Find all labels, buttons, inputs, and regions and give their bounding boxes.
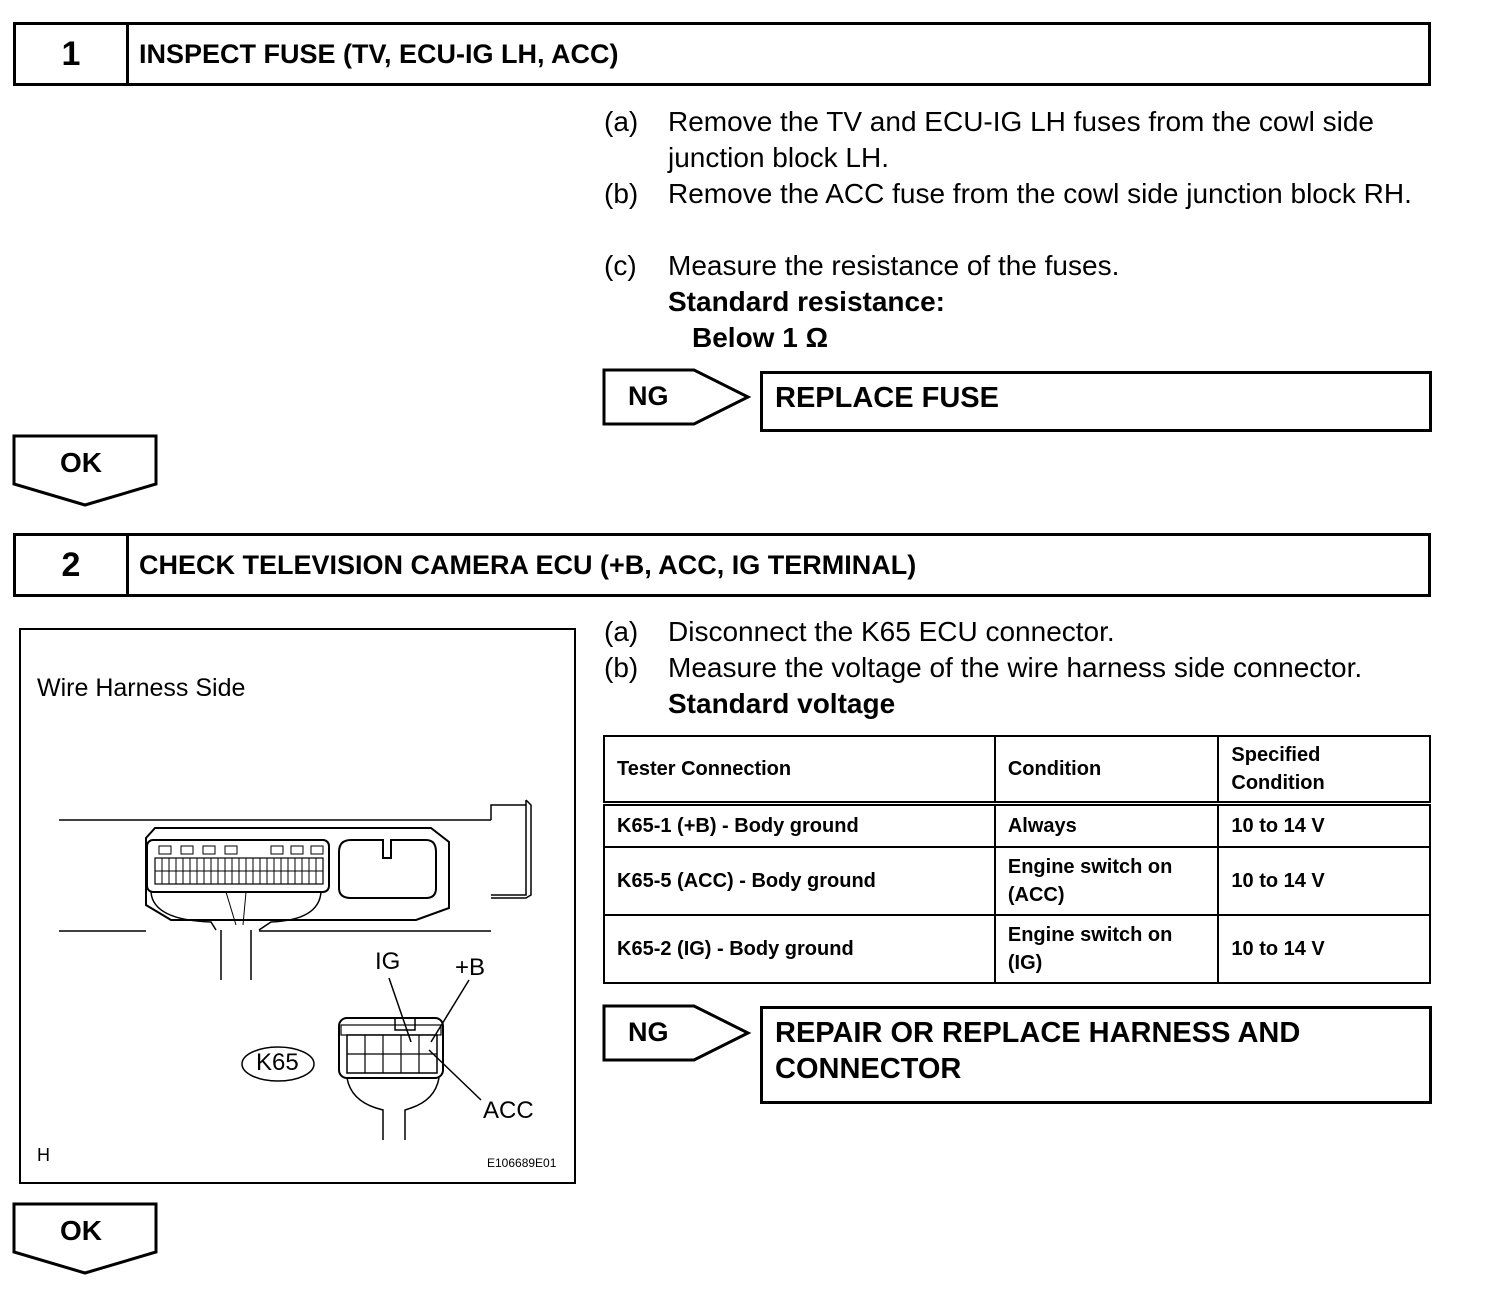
table-cell: Engine switch on (ACC) xyxy=(993,846,1220,916)
step-number: 2 xyxy=(16,536,129,594)
ng-result-text: REPAIR OR REPLACE HARNESS AND CONNECTOR xyxy=(775,1017,1301,1085)
table-cell: K65-2 (IG) - Body ground xyxy=(603,914,996,984)
table-cell: Always xyxy=(993,802,1220,848)
connector-label: K65 xyxy=(256,1049,299,1076)
corner-mark: H xyxy=(37,1145,50,1165)
ok-arrow xyxy=(12,434,158,507)
standard-value: Below 1 Ω xyxy=(692,322,829,353)
item-text: Remove the TV and ECU-IG LH fuses from t… xyxy=(668,106,1374,173)
ok-label: OK xyxy=(60,447,102,478)
b-terminal-label: +B xyxy=(455,954,486,981)
ok-arrow xyxy=(12,1202,158,1275)
table-header-row: Tester Connection Condition Specified Co… xyxy=(603,735,1431,805)
item-label: (a) xyxy=(604,106,639,137)
step-title: INSPECT FUSE (TV, ECU-IG LH, ACC) xyxy=(139,38,619,69)
column-header: Specified Condition xyxy=(1217,735,1431,805)
ng-result-text: REPLACE FUSE xyxy=(775,382,999,414)
item-label: (b) xyxy=(604,178,639,209)
table-cell: K65-1 (+B) - Body ground xyxy=(603,802,996,848)
item-label: (c) xyxy=(604,250,637,281)
table-cell: Engine switch on (IG) xyxy=(993,914,1220,984)
table-row: K65-2 (IG) - Body ground Engine switch o… xyxy=(603,914,1431,984)
item-label: (b) xyxy=(604,652,639,683)
item-label: (a) xyxy=(604,616,639,647)
spec-table: Tester Connection Condition Specified Co… xyxy=(603,735,1431,984)
table-cell: 10 to 14 V xyxy=(1217,846,1431,916)
item-text: Measure the voltage of the wire harness … xyxy=(668,652,1363,683)
table-cell: 10 to 14 V xyxy=(1217,802,1431,848)
ig-terminal-label: IG xyxy=(375,948,401,975)
table-row: K65-1 (+B) - Body ground Always 10 to 14… xyxy=(603,802,1431,848)
standard-label: Standard resistance: xyxy=(668,286,945,317)
item-text: Disconnect the K65 ECU connector. xyxy=(668,616,1115,647)
column-header: Tester Connection xyxy=(603,735,996,805)
table-cell: 10 to 14 V xyxy=(1217,914,1431,984)
connector-figure: Wire Harness Side K65 IG +B ACC H E10668… xyxy=(19,628,576,1184)
ng-result-box: REPLACE FUSE xyxy=(760,371,1432,432)
connector-illustration xyxy=(59,799,532,1140)
figure-id: E106689E01 xyxy=(487,1156,557,1170)
ok-label: OK xyxy=(60,1215,102,1246)
ng-result-box: REPAIR OR REPLACE HARNESS AND CONNECTOR xyxy=(760,1006,1432,1104)
table-row: K65-5 (ACC) - Body ground Engine switch … xyxy=(603,846,1431,916)
acc-terminal-label: ACC xyxy=(483,1097,534,1124)
step-number: 1 xyxy=(16,25,129,83)
step-1-header: 1 INSPECT FUSE (TV, ECU-IG LH, ACC) xyxy=(13,22,1431,86)
standard-label: Standard voltage xyxy=(668,688,896,719)
ng-label: NG xyxy=(628,1017,669,1047)
item-text: Measure the resistance of the fuses. xyxy=(668,250,1120,281)
connector-id-oval xyxy=(241,1046,315,1082)
item-text: Remove the ACC fuse from the cowl side j… xyxy=(668,178,1412,209)
ng-label: NG xyxy=(628,381,669,411)
figure-caption: Wire Harness Side xyxy=(37,674,246,702)
ng-arrow xyxy=(602,1004,752,1062)
ng-arrow xyxy=(602,368,752,426)
column-header: Condition xyxy=(993,735,1220,805)
step-title: CHECK TELEVISION CAMERA ECU (+B, ACC, IG… xyxy=(139,549,917,580)
table-cell: K65-5 (ACC) - Body ground xyxy=(603,846,996,916)
step-2-header: 2 CHECK TELEVISION CAMERA ECU (+B, ACC, … xyxy=(13,533,1431,597)
